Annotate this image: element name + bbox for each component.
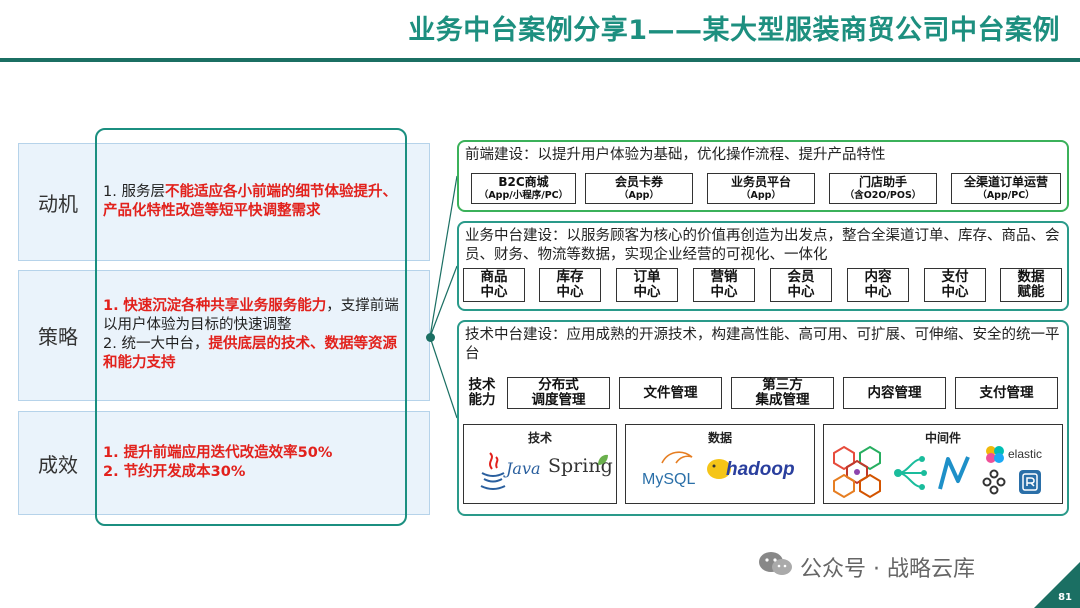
frontend-b2c-mall: B2C商城（App/小程序/PC） (471, 173, 576, 204)
business-heading: 业务中台建设：以服务顾客为核心的价值再创造为出发点，整合全渠道订单、库存、商品、… (465, 228, 1060, 263)
row-label-motivation: 动机 (38, 191, 78, 216)
page-number: 81 (1058, 592, 1072, 603)
frontend-heading: 前端建设：以提升用户体验为基础，优化操作流程、提升产品特性 (465, 147, 886, 163)
spring-label: Spring (548, 455, 613, 477)
flow-icon (894, 456, 927, 490)
watermark-text: 公众号 · 战略云库 (800, 557, 975, 582)
zookeeper-icon (982, 469, 1006, 495)
tech-capability-label: 技术能力 (463, 373, 501, 413)
java-icon (480, 452, 506, 490)
row-motivation: 动机 (18, 143, 430, 261)
capability-payment-management: 支付管理 (955, 377, 1058, 409)
tech-middle-box: 技术中台建设：应用成熟的开源技术，构建高性能、高可用、可扩展、可伸缩、安全的统一… (457, 320, 1069, 516)
row-strategy: 策略 (18, 270, 430, 401)
java-label: Java (506, 459, 541, 478)
motivation-text: 1. 服务层不能适应各小前端的细节体验提升、产品化特性改造等短平快调整需求 (103, 184, 397, 219)
result-text: 1. 提升前端应用迭代改造效率50% 2. 节约开发成本30% (103, 445, 333, 480)
center-inventory: 库存中心 (539, 268, 601, 302)
middleware-panel-title: 中间件 (924, 431, 961, 445)
business-middle-box: 业务中台建设：以服务顾客为核心的价值再创造为出发点，整合全渠道订单、库存、商品、… (457, 221, 1069, 311)
left-highlight-frame (95, 128, 407, 526)
page-corner (1034, 562, 1080, 608)
frontend-box: 前端建设：以提升用户体验为基础，优化操作流程、提升产品特性 B2C商城（App/… (457, 140, 1069, 212)
row-result: 成效 (18, 411, 430, 515)
center-content: 内容中心 (847, 268, 909, 302)
tech-heading: 技术中台建设：应用成熟的开源技术，构建高性能、高可用、可扩展、可伸缩、安全的统一… (465, 327, 1060, 362)
capability-distributed-scheduling: 分布式调度管理 (507, 377, 610, 409)
center-product: 商品中心 (463, 268, 525, 302)
tech-stack-panel: 技术 Java Spring (463, 424, 617, 504)
strategy-text: 1. 快速沉淀各种共享业务服务能力，支撑前端以用户体验为目标的快速调整 2. 统… (103, 298, 399, 371)
capability-file-management: 文件管理 (619, 377, 722, 409)
connector-dot (426, 333, 435, 342)
elastic-label: elastic (1008, 447, 1043, 461)
page-title: 业务中台案例分享1——某大型服装商贸公司中台案例 (408, 15, 1060, 46)
center-order: 订单中心 (616, 268, 678, 302)
mysql-label: MySQL (642, 471, 696, 488)
redis-icon (1019, 470, 1041, 494)
mysql-dolphin-icon (661, 451, 693, 464)
data-panel-title: 数据 (707, 431, 732, 445)
center-member: 会员中心 (770, 268, 832, 302)
nacos-icon (938, 456, 970, 490)
center-data-enablement: 数据赋能 (1000, 268, 1062, 302)
hadoop-label: hadoop (726, 459, 795, 480)
wechat-icon (759, 552, 792, 575)
capability-content-management: 内容管理 (843, 377, 946, 409)
data-stack-panel: 数据 MySQL hadoop (625, 424, 815, 504)
kafka-hexagon-icon (833, 445, 881, 499)
frontend-member-coupon: 会员卡券（App） (585, 173, 693, 204)
center-payment: 支付中心 (924, 268, 986, 302)
tech-panel-title: 技术 (527, 431, 552, 445)
middleware-panel: 中间件 elastic (823, 424, 1063, 504)
spring-leaf-icon (598, 454, 608, 465)
frontend-store-assistant: 门店助手（含O2O/POS） (829, 173, 937, 204)
row-label-result: 成效 (38, 452, 78, 477)
row-label-strategy: 策略 (38, 325, 78, 349)
center-marketing: 营销中心 (693, 268, 755, 302)
frontend-salesman-platform: 业务员平台（App） (707, 173, 815, 204)
hadoop-elephant-icon (707, 459, 731, 479)
capability-third-party-integration: 第三方集成管理 (731, 377, 834, 409)
title-divider (0, 58, 1080, 62)
elastic-icon (986, 446, 1004, 463)
frontend-omnichannel-orders: 全渠道订单运营（App/PC） (951, 173, 1061, 204)
